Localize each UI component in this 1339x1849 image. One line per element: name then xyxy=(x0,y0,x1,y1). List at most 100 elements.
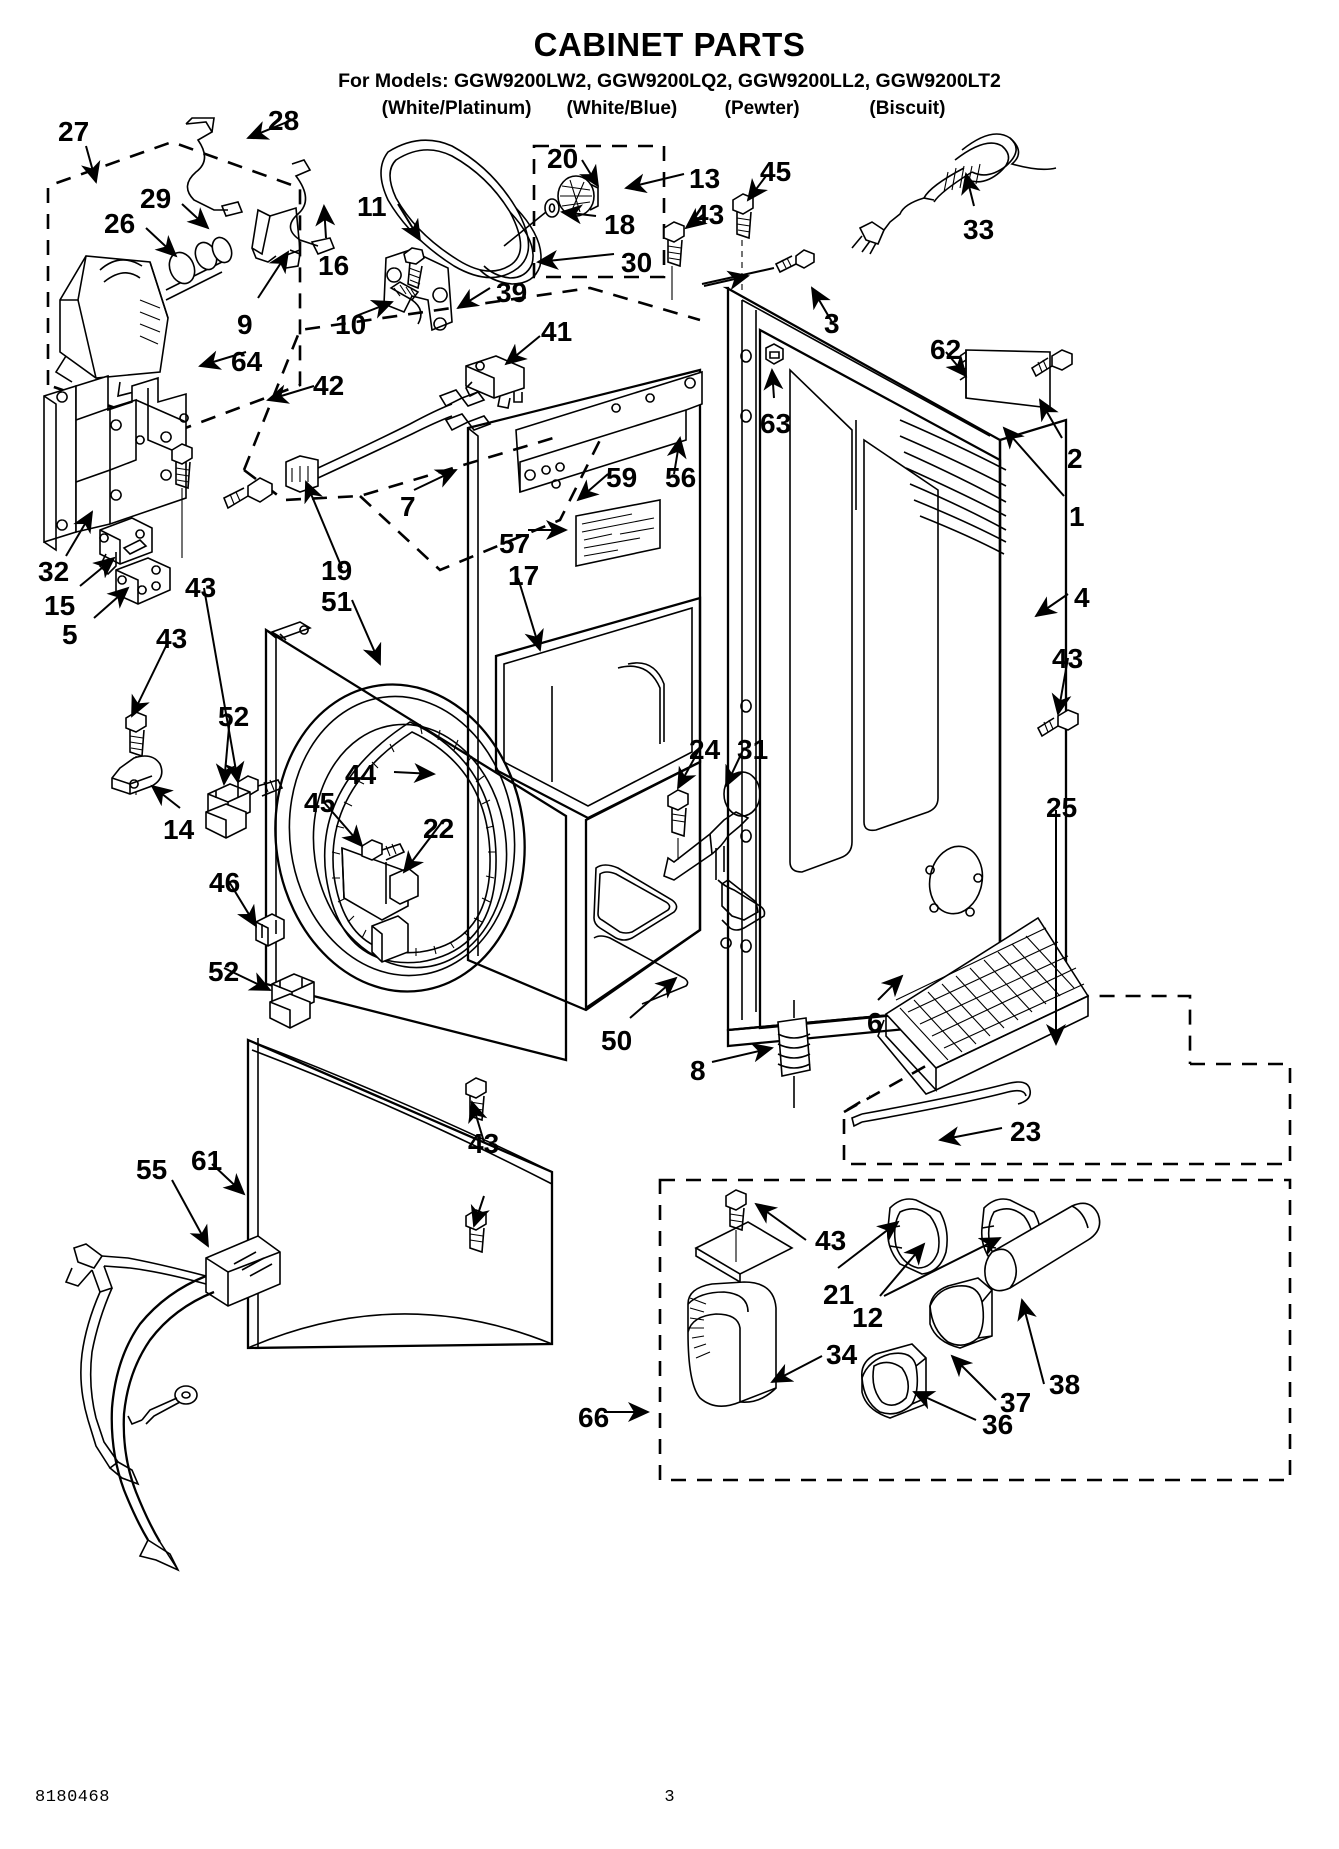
callout-number-43: 43 xyxy=(185,572,217,603)
base-detail-lines xyxy=(715,771,766,949)
leveling-leg-8 xyxy=(777,1000,811,1108)
duct-flange-12a xyxy=(886,1198,948,1275)
idler-pulley-bracket xyxy=(383,249,453,332)
dashed-group-25 xyxy=(842,1062,1292,1166)
callout-number-59: 59 xyxy=(606,462,638,493)
callout-number-43: 43 xyxy=(156,623,188,654)
callout-number-21: 21 xyxy=(823,1279,855,1310)
callout-number-45: 45 xyxy=(760,156,792,187)
leader-lines xyxy=(65,119,1072,1422)
callout-number-62: 62 xyxy=(930,334,962,365)
callout-number-27: 27 xyxy=(58,116,90,147)
callout-number-25: 25 xyxy=(1046,792,1078,823)
callout-number-33: 33 xyxy=(963,214,995,245)
drive-motor xyxy=(54,236,233,398)
color-variant-1: (White/Platinum) xyxy=(381,98,532,119)
duct-elbow-34 xyxy=(687,1281,777,1407)
color-variant-3: (Pewter) xyxy=(724,98,800,119)
callout-number-10: 10 xyxy=(335,309,367,340)
callout-number-20: 20 xyxy=(547,143,579,174)
callout-number-50: 50 xyxy=(601,1025,633,1056)
callout-number-32: 32 xyxy=(38,556,70,587)
plate-21 xyxy=(694,1221,794,1284)
door-switch-41 xyxy=(465,355,525,409)
cord-clamp-14 xyxy=(111,755,163,795)
callout-number-1: 1 xyxy=(1069,501,1085,532)
idler-shaft-line xyxy=(503,211,547,247)
callout-number-17: 17 xyxy=(508,560,540,591)
drying-rack-6 xyxy=(877,916,1090,1095)
callout-number-28: 28 xyxy=(268,105,300,136)
callout-number-16: 16 xyxy=(318,250,350,281)
motor-bracket-32 xyxy=(43,374,189,552)
duct-coupler-37 xyxy=(929,1277,993,1349)
hinge-52-lower xyxy=(269,973,315,1029)
callout-number-43: 43 xyxy=(1052,643,1084,674)
callout-number-26: 26 xyxy=(104,208,136,239)
rack-support-23 xyxy=(851,1081,1032,1128)
callout-number-63: 63 xyxy=(760,408,792,439)
callout-number-22: 22 xyxy=(423,813,455,844)
page-number: 3 xyxy=(664,1788,675,1807)
callout-number-44: 44 xyxy=(345,759,377,790)
callout-number-43: 43 xyxy=(468,1128,500,1159)
callout-number-52: 52 xyxy=(218,701,250,732)
callout-number-55: 55 xyxy=(136,1154,168,1185)
callout-number-13: 13 xyxy=(689,163,721,194)
callout-number-19: 19 xyxy=(321,555,353,586)
callout-number-46: 46 xyxy=(209,867,241,898)
callout-number-45: 45 xyxy=(304,787,336,818)
wire-harness-28 xyxy=(185,117,244,217)
callout-number-30: 30 xyxy=(621,247,653,278)
color-variants-row: (White/Platinum) (White/Blue) (Pewter) (… xyxy=(0,98,1339,120)
wire-harness-16 xyxy=(289,159,336,256)
callout-number-14: 14 xyxy=(163,814,195,845)
harness-42 xyxy=(285,389,492,493)
screw-43-toepanel-bot xyxy=(465,1209,487,1254)
terminal-block-5 xyxy=(115,557,171,605)
callout-number-57: 57 xyxy=(499,528,531,559)
callout-number-64: 64 xyxy=(231,346,263,377)
callout-number-8: 8 xyxy=(690,1055,706,1086)
callout-number-39: 39 xyxy=(496,277,528,308)
terminal-block-15 xyxy=(99,517,153,576)
callout-number-56: 56 xyxy=(665,462,697,493)
screw-42-bracket xyxy=(222,477,273,510)
callout-number-12: 12 xyxy=(852,1302,884,1333)
dashed-group-13 xyxy=(532,144,666,279)
callout-number-6: 6 xyxy=(867,1007,883,1038)
washer-18 xyxy=(544,198,560,218)
callout-number-66: 66 xyxy=(578,1402,610,1433)
callout-number-24: 24 xyxy=(689,734,721,765)
panel-62 xyxy=(959,349,1051,409)
duct-clamp-36 xyxy=(860,1343,927,1419)
callout-number-34: 34 xyxy=(826,1339,858,1370)
document-number: 8180468 xyxy=(35,1788,110,1807)
screw-2 xyxy=(1030,349,1073,378)
callout-number-61: 61 xyxy=(191,1145,223,1176)
clip-nut-63 xyxy=(765,343,784,365)
models-line: For Models: GGW9200LW2, GGW9200LQ2, GGW9… xyxy=(338,70,1001,92)
spring-10 xyxy=(389,281,422,325)
color-variant-4: (Biscuit) xyxy=(869,98,946,119)
callout-number-9: 9 xyxy=(237,309,253,340)
wire-harness-55 xyxy=(64,1235,281,1572)
callout-number-3: 3 xyxy=(824,308,840,339)
dashed-group-harness-top xyxy=(242,286,701,471)
power-cord xyxy=(851,133,1057,255)
callout-number-42: 42 xyxy=(313,370,345,401)
base-bracket-24-31 xyxy=(663,789,750,881)
callout-number-2: 2 xyxy=(1067,443,1083,474)
callout-number-29: 29 xyxy=(140,183,172,214)
leader-3-label xyxy=(810,286,833,323)
drive-belt xyxy=(380,139,542,285)
callout-number-43: 43 xyxy=(815,1225,847,1256)
callout-number-31: 31 xyxy=(737,734,769,765)
door-catch-46 xyxy=(255,913,285,947)
callout-number-51: 51 xyxy=(321,586,353,617)
dashed-group-66 xyxy=(658,1178,1292,1482)
motor-clamp xyxy=(251,206,301,269)
callout-number-52: 52 xyxy=(208,956,240,987)
